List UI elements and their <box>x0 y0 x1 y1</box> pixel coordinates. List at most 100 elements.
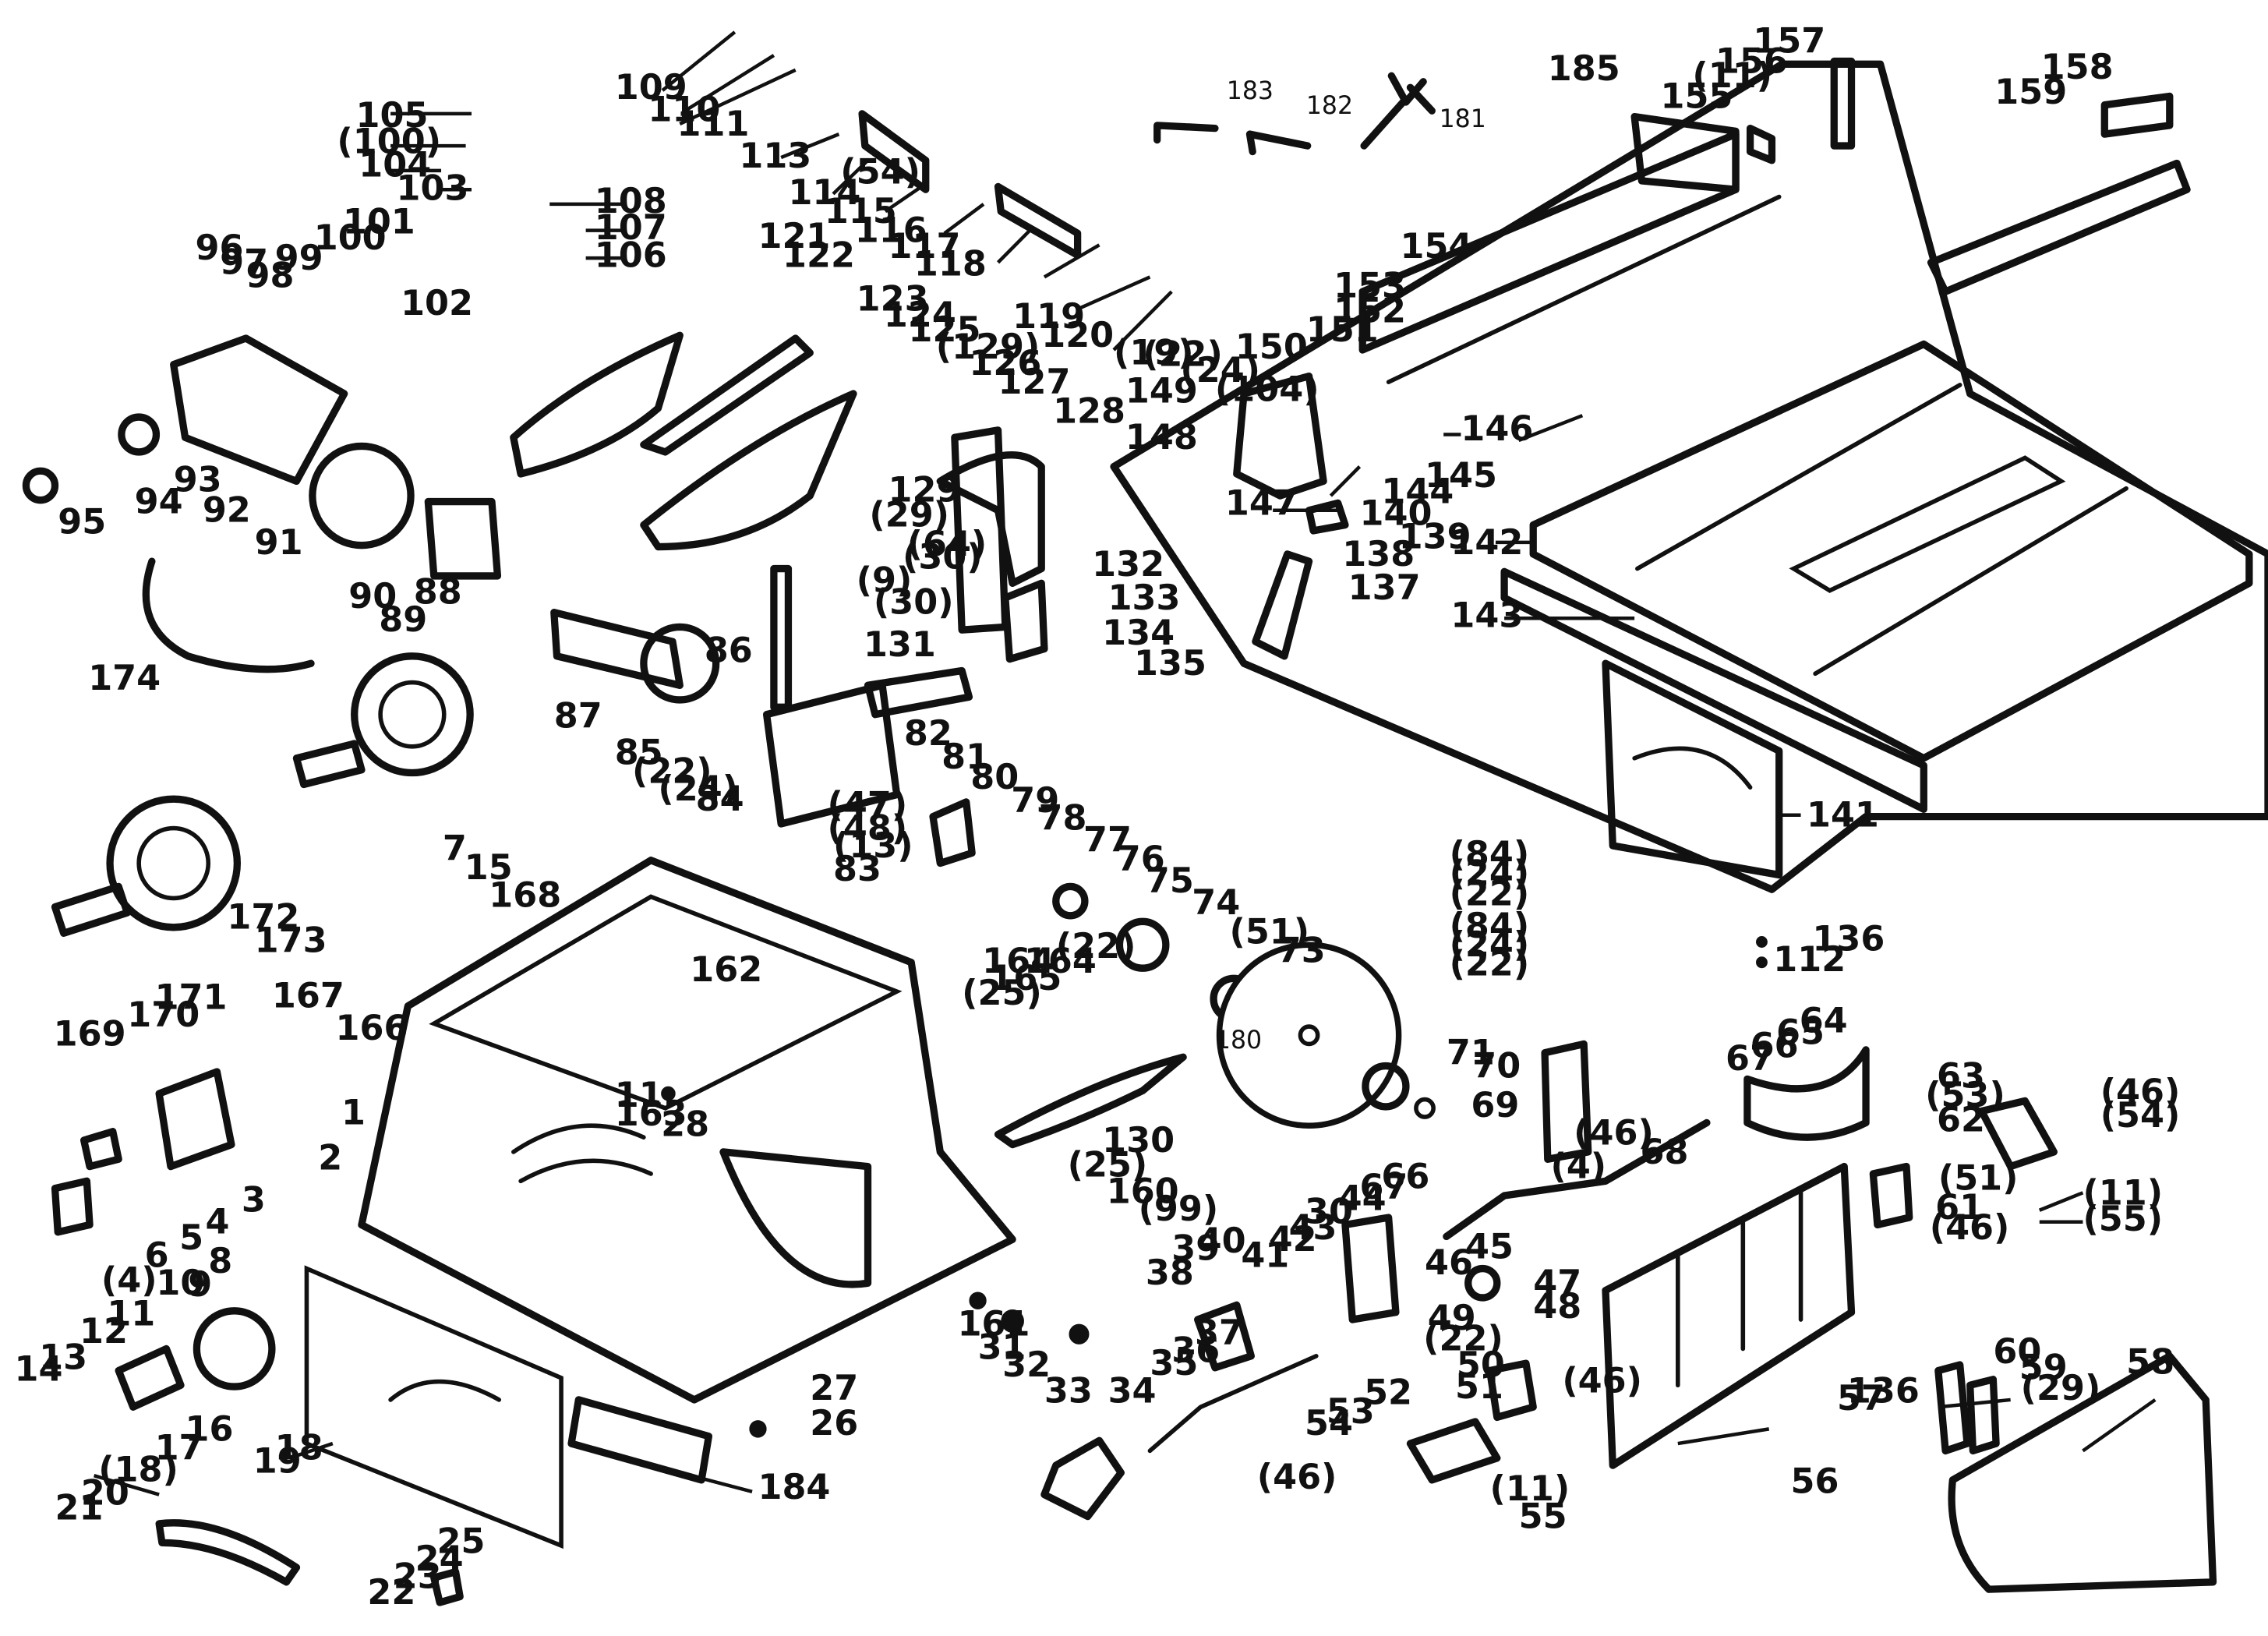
label-p34: 34 <box>1108 1370 1157 1412</box>
label-p47: 47 <box>1533 1262 1581 1303</box>
label-p121: 121 <box>758 215 830 256</box>
label-p93: 93 <box>174 458 222 500</box>
anti-kickback-pawl-left <box>858 110 930 193</box>
wrench <box>1360 72 1436 150</box>
label-p32: 32 <box>1002 1344 1051 1385</box>
label-p104b: (104) <box>1215 368 1319 409</box>
saw-blade <box>1216 942 1402 1129</box>
label-p51c: (51) <box>1938 1157 2019 1198</box>
label-p22e: (22) <box>1450 873 1530 914</box>
label-p8: 8 <box>208 1240 232 1281</box>
label-p84: 84 <box>696 778 744 819</box>
nut-26 <box>749 1420 767 1438</box>
label-p138: 138 <box>1342 533 1415 574</box>
label-p144: 144 <box>1381 470 1454 511</box>
label-p19: 19 <box>253 1440 302 1481</box>
label-p38: 38 <box>1146 1252 1194 1293</box>
label-p5: 5 <box>179 1217 203 1258</box>
table-slot-left <box>1635 383 1962 571</box>
clamp-61 <box>1869 1162 1913 1229</box>
handwheel-right <box>1040 1436 1125 1521</box>
label-p35: 35 <box>1150 1342 1198 1383</box>
rear-panel-56 <box>1602 1162 1856 1469</box>
label-p168: 168 <box>489 874 561 915</box>
label-p25b: (25) <box>962 972 1042 1013</box>
fence-handle <box>1252 550 1313 660</box>
label-p99: 99 <box>275 237 323 278</box>
label-p19b: (19) <box>1114 332 1194 373</box>
label-p104: 104 <box>359 143 431 185</box>
power-cord <box>142 557 315 673</box>
fence-knob <box>1305 499 1349 535</box>
bracket-50 <box>1486 1359 1537 1422</box>
label-p3: 3 <box>242 1178 266 1220</box>
label-p170: 170 <box>127 994 200 1035</box>
label-p48: 48 <box>1533 1285 1581 1327</box>
guard-shield-128 <box>936 451 1045 587</box>
trunnion-arm <box>864 666 973 719</box>
label-p4b: (4) <box>101 1259 157 1300</box>
label-p145: 145 <box>1425 454 1497 496</box>
label-p99b: (99) <box>1139 1188 1219 1229</box>
label-p64b: (64) <box>907 523 987 564</box>
bracket-60 <box>1934 1361 1971 1455</box>
hex-key-large <box>1153 122 1219 144</box>
brush-holder-93 <box>118 413 161 456</box>
label-p71: 71 <box>1447 1031 1495 1072</box>
label-p33: 33 <box>1044 1370 1093 1412</box>
label-p185: 185 <box>1548 48 1620 89</box>
armature-fan <box>640 623 720 704</box>
label-p46: 46 <box>1425 1242 1473 1283</box>
bevel-scale <box>155 1519 301 1586</box>
label-p103: 103 <box>397 167 469 208</box>
wheel-upper-hub <box>378 680 447 749</box>
label-p41: 41 <box>1241 1235 1289 1276</box>
label-p22f: (22) <box>1450 942 1530 984</box>
table-slot-right <box>1813 486 2128 677</box>
motor-gear <box>929 798 976 867</box>
cabinet-base <box>358 857 1016 1404</box>
cabinet-inner-top <box>429 894 903 1111</box>
axle-lower <box>51 882 131 937</box>
label-p11b: 11 <box>615 1074 663 1115</box>
label-p90: 90 <box>348 575 397 617</box>
trunnion-rod <box>770 564 793 711</box>
label-p40: 40 <box>1198 1220 1246 1261</box>
label-p126: 126 <box>969 342 1041 383</box>
table-side-wing <box>1602 659 1783 879</box>
label-p46f: (46) <box>1257 1456 1337 1497</box>
label-p112: 112 <box>1773 938 1846 980</box>
label-p24d: (24) <box>1450 852 1530 893</box>
washer-32 <box>1069 1323 1090 1344</box>
label-p10: 10 <box>156 1262 204 1303</box>
miter-slot-plate <box>1927 159 2191 295</box>
label-p120: 120 <box>1041 314 1114 355</box>
label-p154: 154 <box>1400 225 1472 267</box>
label-p46b: (46) <box>1574 1111 1654 1153</box>
label-p55b: (55) <box>2083 1198 2163 1239</box>
label-p54: 54 <box>1305 1402 1353 1443</box>
leader-lines <box>94 30 2157 1496</box>
label-p133: 133 <box>1108 577 1181 618</box>
brush-cap-95 <box>22 467 59 504</box>
label-p21: 21 <box>55 1486 104 1528</box>
label-p82: 82 <box>904 712 952 754</box>
label-p94: 94 <box>135 480 183 521</box>
label-p81: 81 <box>941 736 990 777</box>
screw-112 <box>1756 956 1768 969</box>
label-p54b: (54) <box>840 151 920 193</box>
label-p16: 16 <box>185 1408 234 1449</box>
dust-chute-58 <box>1948 1352 2217 1593</box>
label-p148: 148 <box>1125 416 1198 458</box>
label-p43: 43 <box>1289 1207 1337 1248</box>
label-p95: 95 <box>58 501 106 542</box>
label-p37: 37 <box>1195 1312 1243 1353</box>
label-p25: 25 <box>436 1520 485 1561</box>
label-p58: 58 <box>2126 1341 2174 1382</box>
washer-31 <box>1001 1309 1024 1333</box>
label-p109: 109 <box>615 66 687 108</box>
height-screw-34 <box>1147 1354 1319 1454</box>
label-p29c: (29) <box>2021 1367 2101 1408</box>
label-p70: 70 <box>1472 1044 1521 1086</box>
label-p57: 57 <box>1837 1377 1885 1419</box>
